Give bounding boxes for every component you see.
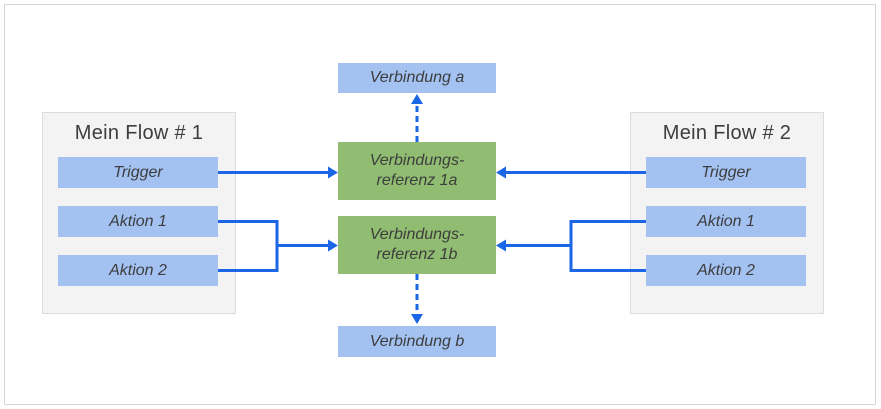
- flow-2-trigger: Trigger: [646, 157, 806, 188]
- connection-a-box: Verbindung a: [338, 63, 496, 93]
- arrow-flow2-actions-to-ref1b: [496, 220, 646, 272]
- flow-2-title: Mein Flow # 2: [662, 122, 792, 144]
- arrow-flow1-trigger-to-ref1a: [218, 166, 338, 179]
- connection-reference-1a-label: Verbindungs- referenz 1a: [369, 152, 465, 189]
- arrow-flow2-trigger-to-ref1a: [496, 166, 646, 179]
- arrow-ref1a-to-connection-a: [411, 94, 423, 142]
- connection-a-label: Verbindung a: [369, 69, 465, 86]
- flow-1-trigger: Trigger: [58, 157, 218, 188]
- flow-panel-2: Mein Flow # 2 Trigger Aktion 1 Aktion 2: [630, 112, 824, 314]
- flow-1-action-2: Aktion 2: [58, 255, 218, 286]
- connection-reference-1b-label: Verbindungs- referenz 1b: [369, 226, 465, 263]
- flow-2-action-1: Aktion 1: [646, 206, 806, 237]
- connection-reference-1b-box: Verbindungs- referenz 1b: [338, 216, 496, 274]
- connection-b-label: Verbindung b: [369, 332, 465, 350]
- flow-1-title: Mein Flow # 1: [74, 122, 204, 144]
- flow-panel-1: Mein Flow # 1 Trigger Aktion 1 Aktion 2: [42, 112, 236, 314]
- connection-b-box: Verbindung b: [338, 326, 496, 357]
- flow-1-action-1: Aktion 1: [58, 206, 218, 237]
- arrow-ref1b-to-connection-b: [411, 274, 423, 324]
- connection-reference-1a-box: Verbindungs- referenz 1a: [338, 142, 496, 200]
- arrow-flow1-actions-to-ref1b: [218, 220, 338, 272]
- flow-2-action-2: Aktion 2: [646, 255, 806, 286]
